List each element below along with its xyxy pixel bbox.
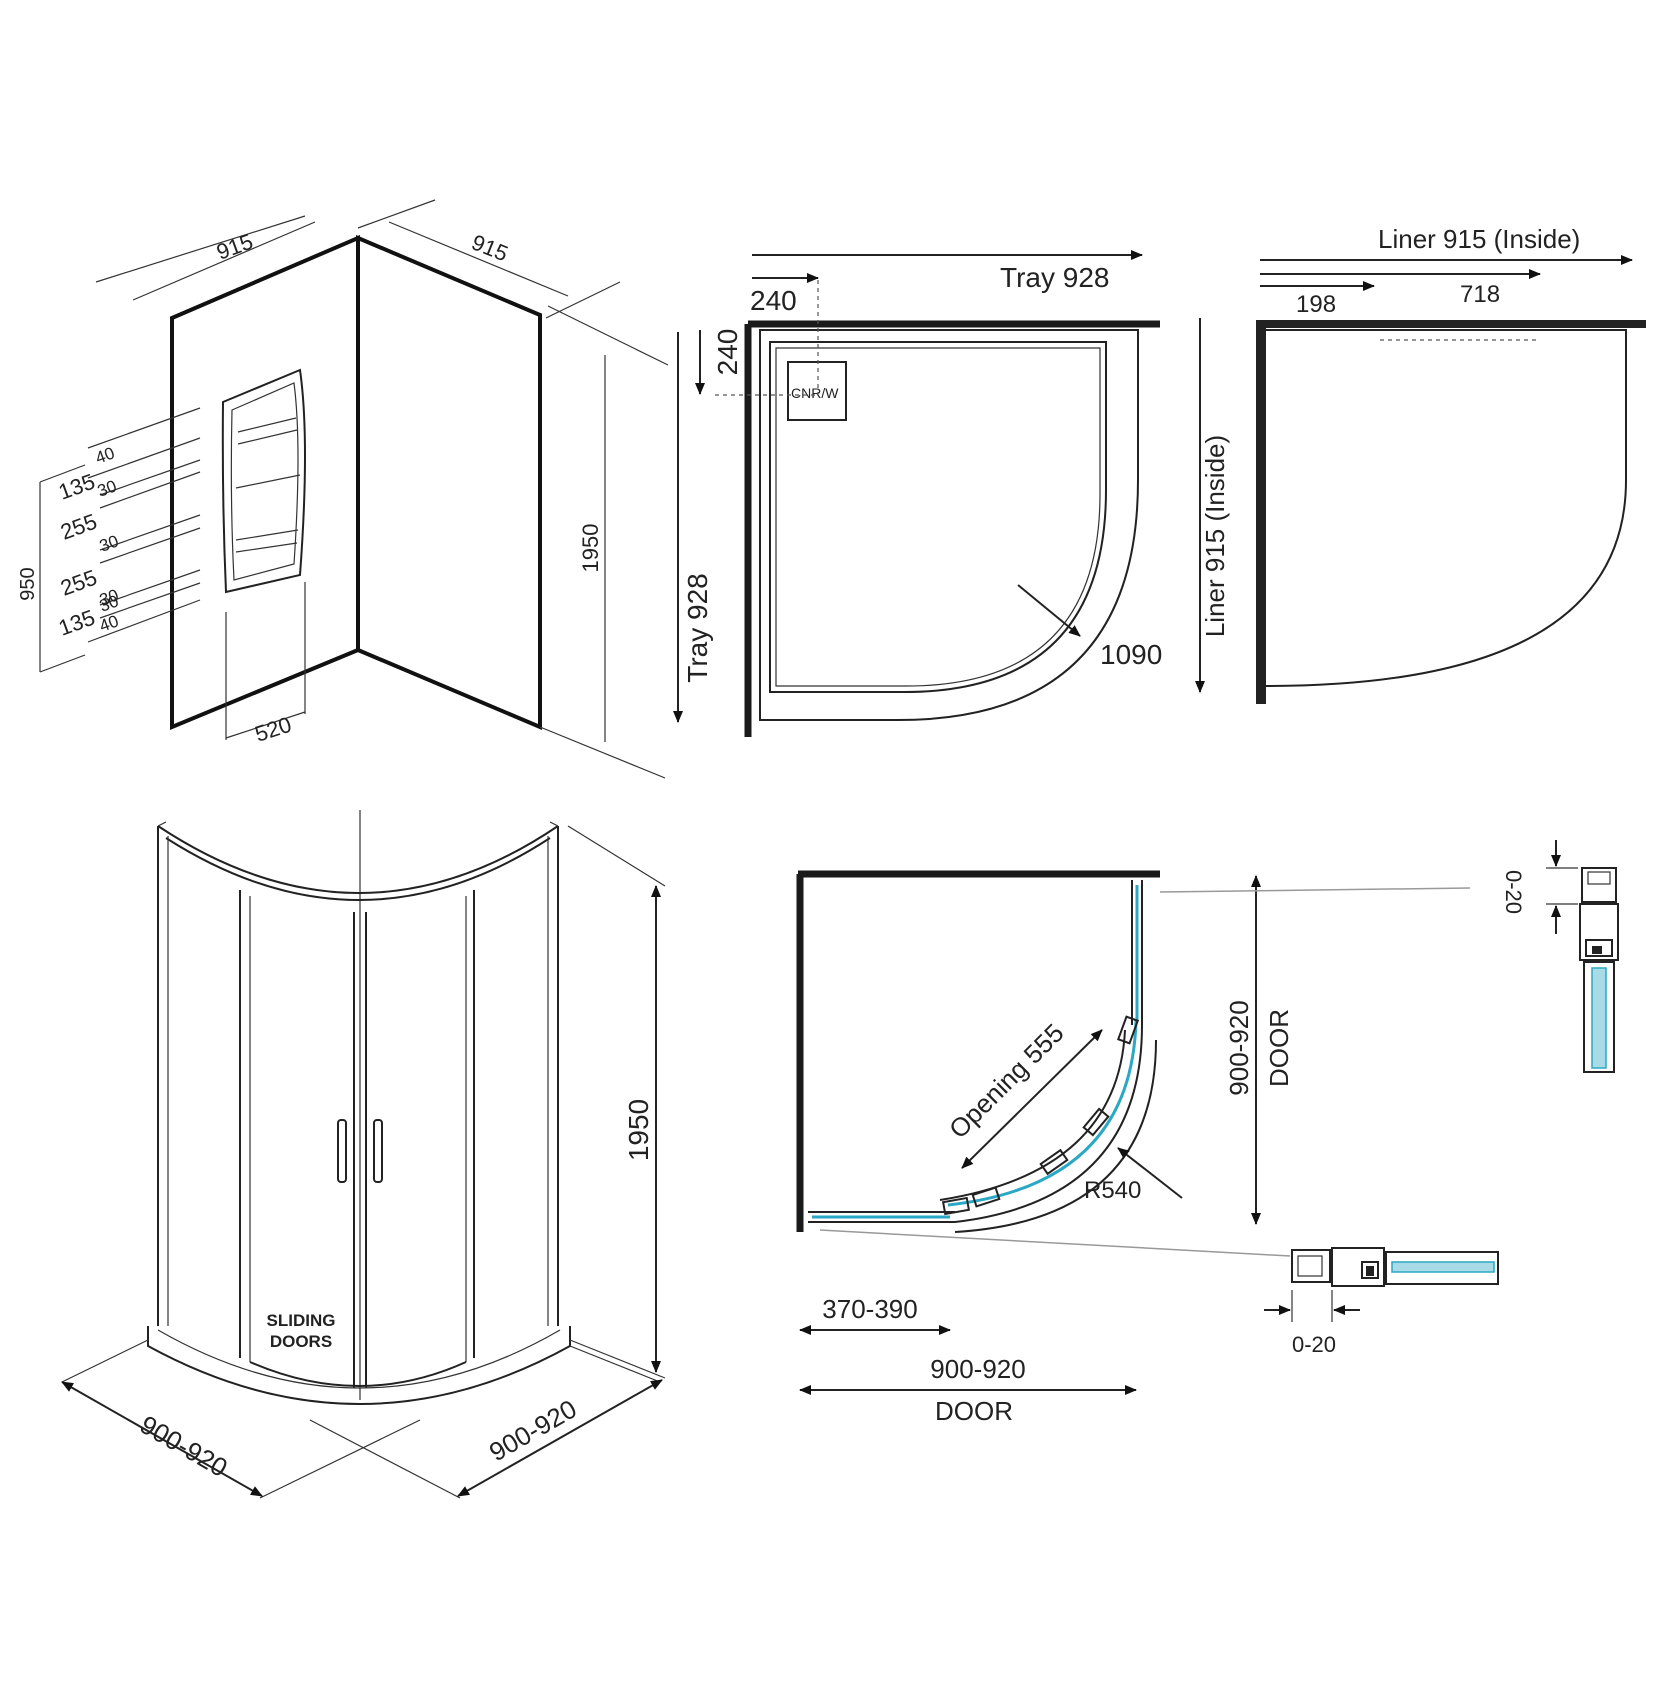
- enclosure-plan-view: Opening 555 R540 900-920 DOOR 370-390 90…: [796, 870, 1471, 1426]
- sliding-doors-label-line1: SLIDING: [267, 1311, 336, 1330]
- bottom-door-range-label: 900-920: [930, 1354, 1025, 1384]
- door-roller-3: [1039, 1148, 1069, 1176]
- sliding-doors-label-line2: DOORS: [270, 1332, 332, 1351]
- shelf-dim-30-b: 30: [97, 531, 121, 555]
- waste-offset-x-label: 240: [750, 285, 797, 316]
- tray-plan-view: CNR/W Tray 928 240 Tray 928 240 1090: [673, 250, 1162, 737]
- shelf-width-label: 520: [252, 712, 295, 747]
- waste-outlet-box: [787, 361, 847, 421]
- tray-depth-label: Tray 928: [682, 573, 713, 682]
- enclosure-height-label: 1950: [623, 1099, 654, 1161]
- door-roller-5: [941, 1196, 971, 1216]
- liner-width-label: Liner 915 (Inside): [1378, 224, 1580, 254]
- shelf-dim-255-b: 255: [57, 565, 100, 601]
- waste-label: CNR/W: [791, 385, 839, 401]
- panel-isometric-view: 915 915 1950: [17, 199, 669, 779]
- side-door-range-label: 900-920: [1224, 1000, 1254, 1095]
- shelf-dimension-ticks: [39, 407, 201, 673]
- shelf-dim-135-bottom: 135: [55, 605, 98, 641]
- liner-plan-view: Liner 915 (Inside) 198 718 Liner 915 (In…: [1195, 224, 1646, 704]
- panel-height-label: 1950: [578, 524, 603, 573]
- door-roller-2: [1082, 1107, 1110, 1137]
- waste-offset-y-label: 240: [712, 329, 743, 376]
- enclosure-width-left-label: 900-920: [135, 1409, 233, 1483]
- shelf-zone-label: 950: [17, 567, 39, 600]
- tray-width-label: Tray 928: [1000, 262, 1109, 293]
- shelf-dim-40-top: 40: [93, 443, 117, 467]
- shelf-width-dimension: [225, 582, 306, 740]
- bottom-door-label: DOOR: [935, 1396, 1013, 1426]
- door-roller-4: [971, 1186, 1001, 1208]
- offset-range-label: 370-390: [822, 1294, 917, 1324]
- liner-depth-label: Liner 915 (Inside): [1200, 435, 1230, 637]
- door-handle-right: [373, 1119, 383, 1183]
- enclosure-isometric-view: SLIDING DOORS 1950 900-920 900-920: [61, 810, 666, 1499]
- side-door-label: DOOR: [1264, 1009, 1294, 1087]
- vertical-adjust-label: 0-20: [1501, 870, 1526, 914]
- enclosure-width-right-label: 900-920: [484, 1394, 582, 1468]
- panel-height-dimension: [539, 355, 666, 779]
- panel-width-right-label: 915: [468, 229, 511, 266]
- radius-label: R540: [1084, 1177, 1141, 1204]
- panel-outline: [170, 234, 542, 731]
- shelf-dim-40-bottom: 40: [97, 611, 121, 635]
- tray-diagonal-label: 1090: [1100, 639, 1162, 670]
- door-handle-left: [337, 1119, 347, 1183]
- horizontal-adjust-label: 0-20: [1292, 1332, 1336, 1357]
- liner-split-b-label: 718: [1460, 281, 1500, 308]
- shelf-dim-255-a: 255: [57, 509, 100, 545]
- liner-split-a-label: 198: [1296, 291, 1336, 318]
- panel-top-dimensions: [95, 199, 669, 366]
- shelf-dim-30-a: 30: [95, 476, 119, 500]
- door-roller-1: [1116, 1015, 1140, 1045]
- horizontal-profile-detail: 0-20: [1264, 1247, 1499, 1357]
- vertical-profile-detail: 0-20: [1501, 840, 1619, 1073]
- shelf-unit: [221, 368, 306, 594]
